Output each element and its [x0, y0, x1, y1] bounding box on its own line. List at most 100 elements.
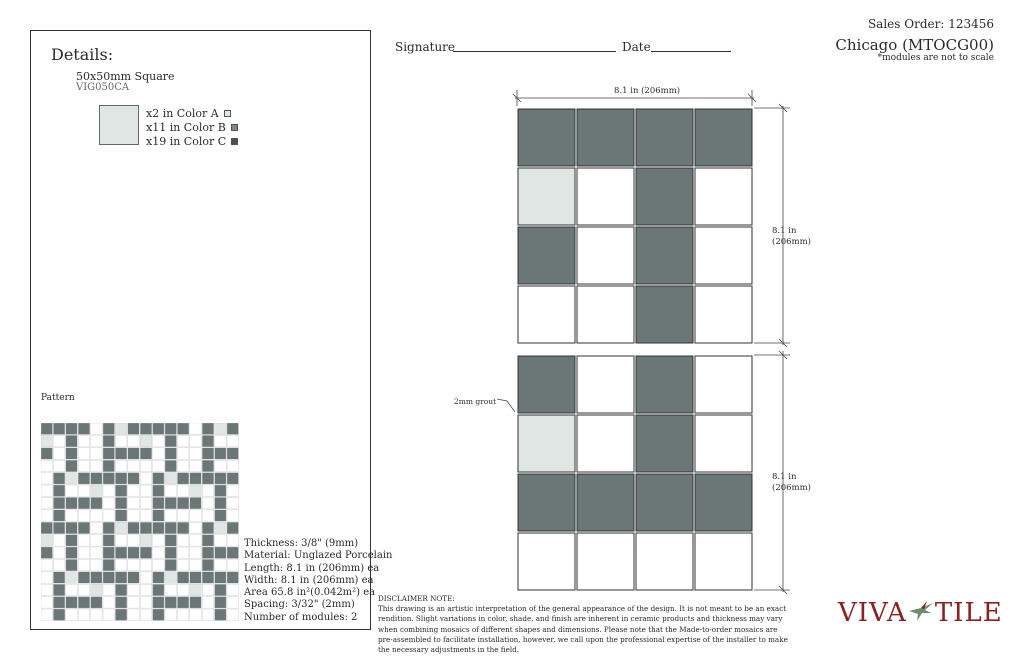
pattern-tile: [127, 423, 140, 435]
pattern-tile: [90, 423, 103, 435]
pattern-tile: [90, 571, 103, 584]
pattern-tile: [65, 484, 78, 497]
pattern-tile: [102, 509, 115, 522]
pattern-tile: [139, 521, 152, 534]
pattern-tile: [152, 460, 165, 472]
spec-spacing: Spacing: 3/32" (2mm): [244, 599, 355, 611]
pattern-tile: [164, 435, 177, 448]
tile: [517, 414, 576, 473]
pattern-tile: [226, 497, 239, 510]
pattern-tile: [152, 596, 165, 609]
pattern-tile: [53, 571, 66, 584]
pattern-tile: [115, 608, 128, 621]
pattern-tile: [139, 534, 152, 547]
pattern-tile: [65, 521, 78, 534]
pattern-tile: [127, 435, 140, 448]
date-line[interactable]: [651, 51, 731, 52]
scale-note: *modules are not to scale: [877, 53, 994, 63]
grout-label: 2mm grout: [454, 397, 497, 406]
pattern-tile: [102, 571, 115, 584]
pattern-tile: [115, 447, 128, 460]
pattern-tile: [164, 460, 177, 472]
pattern-tile: [139, 571, 152, 584]
pattern-tile: [90, 484, 103, 497]
pattern-tile: [78, 596, 90, 609]
pattern-tile: [214, 546, 227, 559]
pattern-tile: [53, 521, 66, 534]
pattern-tile: [177, 435, 190, 448]
pattern-tile: [90, 447, 103, 460]
pattern-tile: [164, 497, 177, 510]
tile: [694, 226, 753, 285]
pattern-tile: [78, 497, 90, 510]
pattern-tile: [90, 472, 103, 485]
pattern-tile: [139, 608, 152, 621]
pattern-tile: [65, 472, 78, 485]
pattern-tile: [78, 460, 90, 472]
pattern-tile: [115, 559, 128, 572]
pattern-tile: [226, 509, 239, 522]
pattern-tile: [214, 497, 227, 510]
pattern-tile: [127, 596, 140, 609]
pattern-tile: [65, 534, 78, 547]
pattern-tile: [78, 546, 90, 559]
pattern-tile: [152, 559, 165, 572]
pattern-tile: [139, 546, 152, 559]
tile: [635, 355, 694, 414]
side-dimension-tick: [778, 338, 788, 348]
pattern-tile: [41, 521, 53, 534]
pattern-tile: [41, 534, 53, 547]
pattern-tile: [65, 447, 78, 460]
pattern-tile: [201, 423, 214, 435]
pattern-tile: [189, 472, 202, 485]
module-code: VIG050CA: [76, 82, 130, 93]
pattern-tile: [214, 472, 227, 485]
pattern-tile: [139, 447, 152, 460]
tile: [635, 414, 694, 473]
pattern-tile: [214, 571, 227, 584]
pattern-tile: [41, 559, 53, 572]
signature-label: Signature: [395, 40, 456, 54]
disclaimer-line: pre-assembled to facilitate installation…: [378, 634, 788, 644]
pattern-tile: [115, 546, 128, 559]
color-b-label: x11 in Color B: [146, 121, 226, 134]
module-name: 50x50mm Square: [76, 70, 175, 83]
pattern-tile: [201, 509, 214, 522]
tile: [635, 108, 694, 167]
pattern-tile: [53, 460, 66, 472]
pattern-tile: [78, 472, 90, 485]
pattern-tile: [177, 571, 190, 584]
pattern-tile: [177, 559, 190, 572]
pattern-tile: [164, 447, 177, 460]
pattern-tile: [177, 460, 190, 472]
pattern-tile: [115, 423, 128, 435]
pattern-tile: [127, 534, 140, 547]
pattern-tile: [214, 534, 227, 547]
side-dimension-tick: [778, 103, 788, 113]
pattern-tile: [189, 583, 202, 596]
pattern-tile: [177, 447, 190, 460]
tile: [517, 285, 576, 344]
pattern-tile: [201, 484, 214, 497]
pattern-tile: [41, 423, 53, 435]
signature-line[interactable]: [453, 51, 616, 52]
color-c-label: x19 in Color C: [146, 135, 227, 148]
side-dimension-label-2: 8.1 in (206mm): [772, 472, 811, 493]
tile: [694, 473, 753, 532]
pattern-tile: [127, 460, 140, 472]
grout-leader-line: [496, 398, 516, 413]
pattern-tile: [90, 559, 103, 572]
pattern-tile: [152, 472, 165, 485]
pattern-tile: [139, 583, 152, 596]
pattern-tile: [65, 460, 78, 472]
pattern-tile: [139, 596, 152, 609]
color-b-swatch: [230, 124, 238, 131]
pattern-tile: [65, 423, 78, 435]
pattern-tile: [214, 596, 227, 609]
pattern-tile: [90, 497, 103, 510]
tile: [694, 414, 753, 473]
pattern-tile: [78, 521, 90, 534]
pattern-tile: [139, 484, 152, 497]
pattern-tile: [127, 608, 140, 621]
sales-order: Sales Order: 123456: [867, 17, 994, 31]
